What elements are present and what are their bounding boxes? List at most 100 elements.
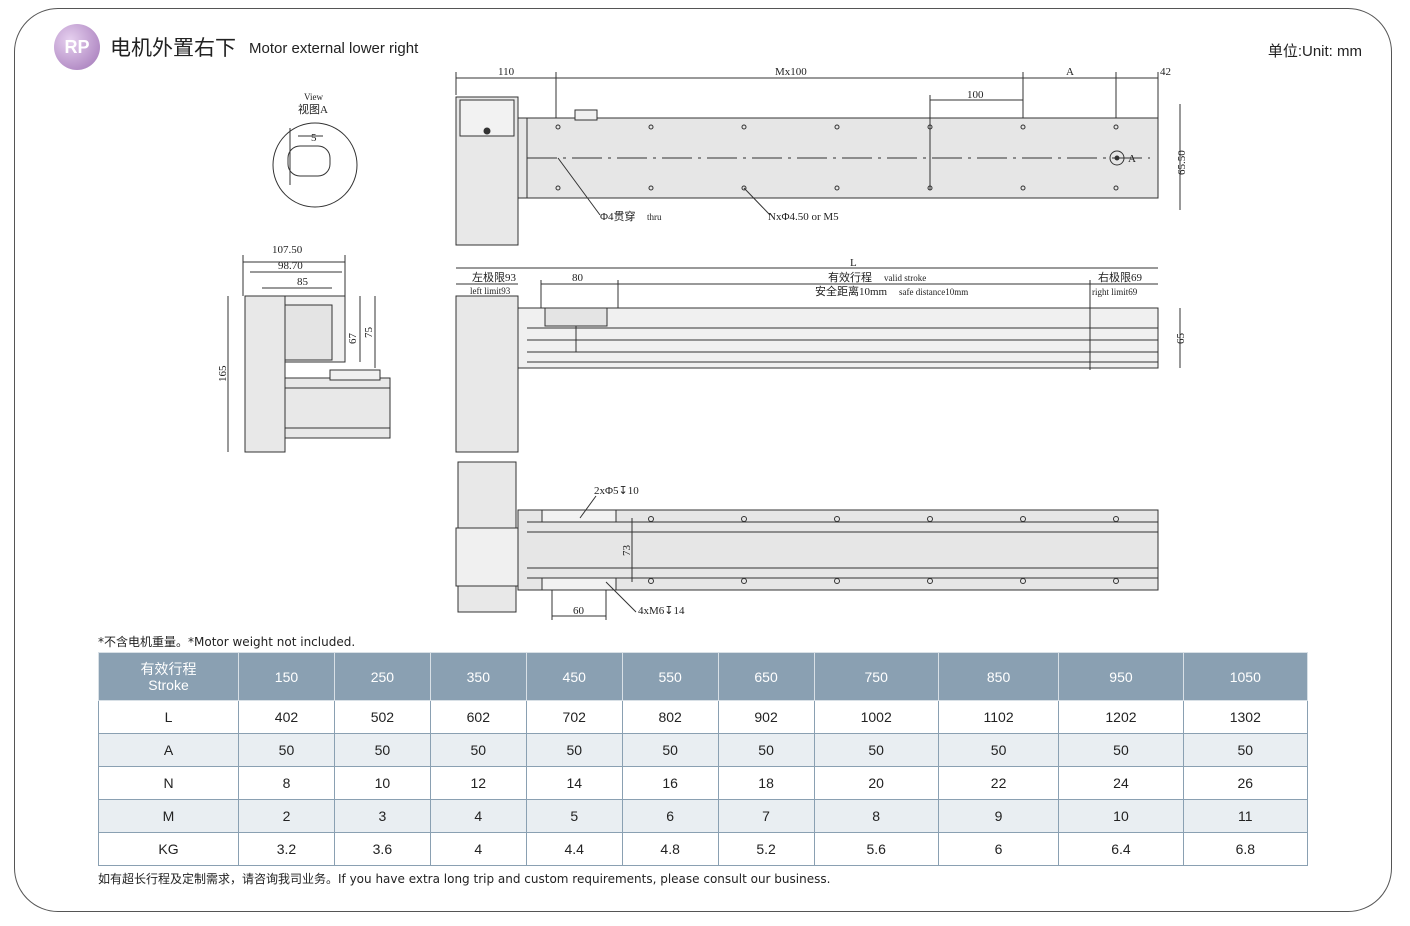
cell: 6.8 (1182, 832, 1309, 866)
spec-table: 有效行程 Stroke 150 250 350 450 550 650 750 … (98, 652, 1309, 866)
side-stroke-en: valid stroke (884, 273, 926, 283)
cell: 6 (937, 832, 1060, 866)
cell: 50 (717, 733, 815, 767)
end-d75: 75 (363, 327, 375, 339)
cell: 22 (937, 766, 1060, 800)
cell: 8 (813, 799, 939, 833)
table-row-KG: KG 3.2 3.6 4 4.4 4.8 5.2 5.6 6 6.4 6.8 (98, 832, 1309, 866)
top-thru: Φ4贯穿 (600, 209, 636, 223)
cell: 12 (429, 766, 527, 800)
side-safe-cn: 安全距离10mm (815, 284, 888, 298)
bottom-d60: 60 (573, 605, 585, 617)
row-label: M (98, 799, 239, 833)
table-row-M: M 2 3 4 5 6 7 8 9 10 11 (98, 799, 1309, 833)
motor-weight-note: *不含电机重量。*Motor weight not included. (98, 635, 356, 649)
cell: 7 (717, 799, 815, 833)
top-thru-en: thru (647, 212, 662, 222)
top-d42: 42 (1160, 66, 1171, 78)
top-dA: A (1066, 66, 1074, 78)
cell: 2 (238, 799, 335, 833)
cell: 702 (525, 700, 623, 734)
view-a-detail: View 视图A 5 (272, 92, 358, 208)
cell: 3 (333, 799, 431, 833)
table-row-L: L 402 502 602 702 802 902 1002 1102 1202… (98, 700, 1309, 734)
page-title-en: Motor external lower right (249, 40, 419, 57)
series-badge: RP (54, 24, 100, 70)
cell: 1202 (1058, 700, 1184, 734)
table-row-A: A 50 50 50 50 50 50 50 50 50 50 (98, 733, 1309, 767)
cell: 602 (429, 700, 527, 734)
end-d9870: 98.70 (278, 260, 303, 272)
cell: 50 (1182, 733, 1309, 767)
cell: 4.8 (621, 832, 719, 866)
row-label: L (98, 700, 239, 734)
cell: 50 (333, 733, 431, 767)
end-d10750: 107.50 (272, 244, 303, 256)
view-a-dim5: 5 (311, 132, 317, 144)
bottom-d73: 73 (621, 545, 633, 557)
stroke-header-cn: 有效行程 (140, 660, 197, 677)
cell: 14 (525, 766, 623, 800)
end-d85: 85 (297, 276, 309, 288)
side-view: L 左极限93 left limit93 80 有效行程 valid strok… (455, 257, 1187, 453)
cell: 1302 (1182, 700, 1309, 734)
top-view: 110 Mx100 A 42 100 A 65.50 Φ4贯穿 thru NxΦ… (455, 66, 1188, 246)
top-dMx100: Mx100 (775, 66, 807, 78)
cell: 402 (238, 700, 335, 734)
bottom-view: 2xΦ5↧10 73 60 4xM6↧14 (455, 461, 1159, 620)
cell: 6.4 (1058, 832, 1184, 866)
cell: 8 (238, 766, 335, 800)
cell: 802 (621, 700, 719, 734)
stroke-header-en: Stroke (148, 676, 189, 693)
unit-label: 单位:Unit: mm (1267, 43, 1362, 60)
page-title-cn: 电机外置右下 (110, 36, 236, 60)
end-view: 107.50 98.70 85 165 67 75 (217, 244, 391, 453)
cell: 4.4 (525, 832, 623, 866)
cell: 10 (1058, 799, 1184, 833)
cell: 10 (333, 766, 431, 800)
cell: 18 (717, 766, 815, 800)
cell: 50 (1058, 733, 1184, 767)
cell: 50 (621, 733, 719, 767)
cell: 1102 (937, 700, 1060, 734)
side-left-cn: 左极限93 (472, 270, 516, 284)
cell: 3.2 (238, 832, 335, 866)
view-a-view: View (304, 92, 323, 102)
cell: 1002 (813, 700, 939, 734)
cell: 6 (621, 799, 719, 833)
cell: 9 (937, 799, 1060, 833)
row-label: N (98, 766, 239, 800)
top-markA: A (1128, 153, 1136, 165)
cell: 50 (525, 733, 623, 767)
cell: 50 (238, 733, 335, 767)
view-a-label: 视图A (298, 102, 328, 116)
top-d100: 100 (967, 89, 984, 101)
cell: 50 (937, 733, 1060, 767)
stroke-col: 750 (813, 652, 939, 701)
side-stroke-cn: 有效行程 (828, 270, 872, 284)
custom-request-note: 如有超长行程及定制需求，请咨询我司业务。If you have extra lo… (98, 872, 831, 886)
end-d165: 165 (217, 365, 229, 382)
top-d110: 110 (498, 66, 515, 78)
technical-drawings: View 视图A 5 110 Mx100 A 42 100 (217, 66, 1188, 620)
bottom-holes2: 2xΦ5↧10 (594, 485, 639, 497)
cell: 5 (525, 799, 623, 833)
stroke-col: 1050 (1182, 652, 1309, 701)
cell: 11 (1182, 799, 1309, 833)
cell: 24 (1058, 766, 1184, 800)
cell: 4 (429, 799, 527, 833)
stroke-col: 650 (717, 652, 815, 701)
side-d65: 65 (1175, 333, 1187, 345)
cell: 5.2 (717, 832, 815, 866)
side-dL: L (850, 257, 857, 269)
table-header-row: 有效行程 Stroke 150 250 350 450 550 650 750 … (98, 652, 1309, 701)
cell: 3.6 (333, 832, 431, 866)
top-d6550: 65.50 (1176, 150, 1188, 175)
row-label: A (98, 733, 239, 767)
cell: 26 (1182, 766, 1309, 800)
side-left-en: left limit93 (470, 286, 511, 296)
stroke-col: 350 (429, 652, 527, 701)
cell: 50 (429, 733, 527, 767)
cell: 502 (333, 700, 431, 734)
stroke-col: 150 (238, 652, 335, 701)
